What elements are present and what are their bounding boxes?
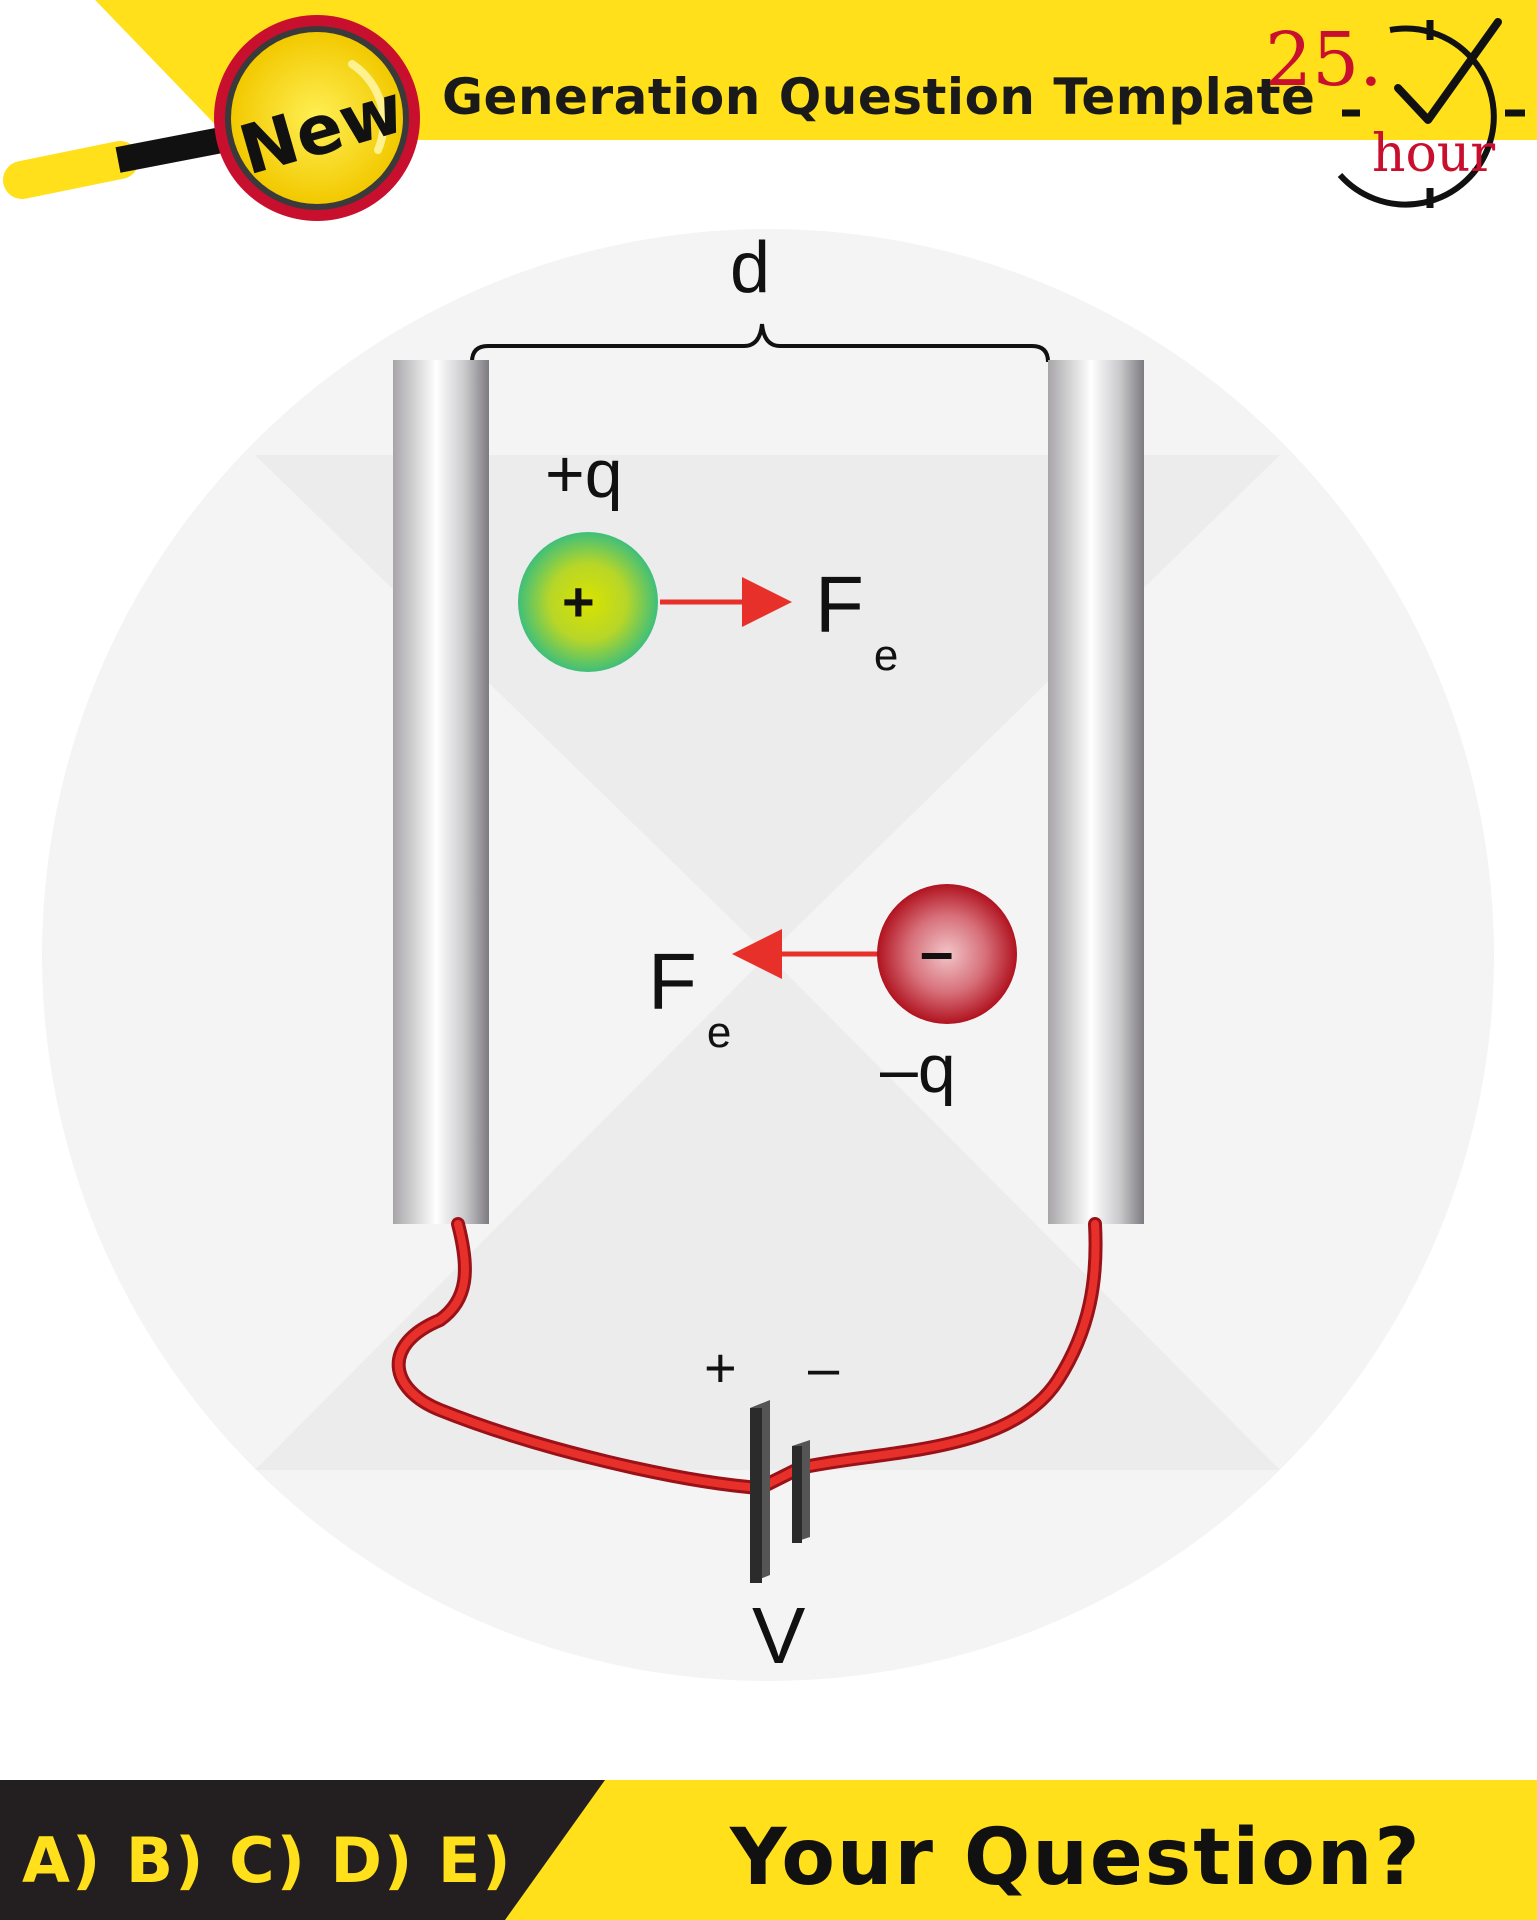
force-symbol: F [648, 937, 697, 1026]
clock-unit: hour [1372, 124, 1496, 184]
right-plate [1048, 360, 1144, 1224]
force-subscript: e [706, 1008, 732, 1057]
negative-charge [877, 884, 1017, 1024]
battery-plus-label: + [704, 1336, 737, 1399]
wire [394, 1220, 1100, 1493]
gap-label: d [730, 228, 771, 308]
battery-minus-label: – [808, 1336, 840, 1399]
header-banner [0, 0, 1537, 140]
positive-sign: + [562, 570, 595, 633]
background-triangle-bottom [255, 955, 1280, 1470]
page-title: Generation Question Template [442, 68, 1316, 126]
force-subscript: e [873, 631, 899, 680]
background-triangle-top [255, 455, 1280, 955]
force-label-left: Fe [648, 942, 731, 1055]
positive-charge [518, 532, 658, 672]
voltage-label: V [752, 1591, 806, 1680]
footer-options-panel [0, 1780, 605, 1920]
force-symbol: F [815, 560, 864, 649]
answer-options: A) B) C) D) E) [22, 1824, 513, 1897]
clock-number: 25. [1265, 17, 1383, 103]
gap-brace [470, 323, 1050, 363]
checkmark-icon [1394, 18, 1502, 124]
negative-charge-label: –q [880, 1031, 956, 1107]
clock-icon [1337, 20, 1525, 208]
left-plate [393, 360, 489, 1224]
magnifier-icon [3, 15, 420, 221]
force-label-right: Fe [815, 565, 898, 678]
positive-charge-label: +q [545, 436, 623, 512]
battery-icon [750, 1400, 810, 1583]
question-prompt: Your Question? [730, 1813, 1422, 1903]
negative-sign: – [920, 918, 954, 985]
